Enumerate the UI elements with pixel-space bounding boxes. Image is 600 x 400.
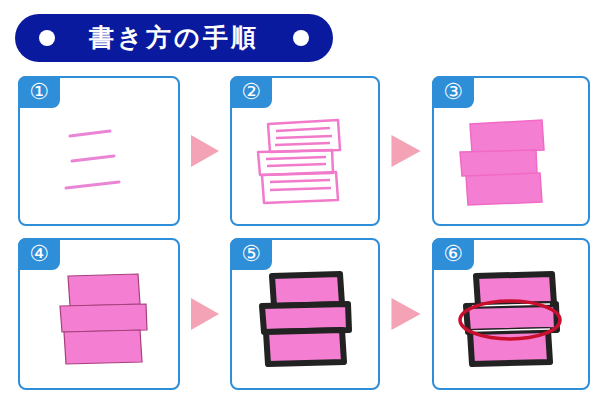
step-arrow xyxy=(391,135,420,167)
arrow-head xyxy=(391,135,420,167)
step-panel: ② xyxy=(230,76,380,226)
title: 書き方の手順 xyxy=(15,14,333,62)
step-panel: ③ xyxy=(432,76,590,226)
step-number: ⑥ xyxy=(432,238,474,270)
step-arrow xyxy=(191,135,219,167)
seam-lines xyxy=(472,304,550,331)
step-number: ⑤ xyxy=(230,238,272,270)
step-number: ② xyxy=(230,76,272,108)
step-panel: ④ xyxy=(18,238,180,390)
step-arrow xyxy=(391,298,420,330)
step-panel: ⑥ xyxy=(432,238,590,390)
step2-outline xyxy=(258,120,340,203)
arrow-head xyxy=(391,298,420,330)
step-number: ④ xyxy=(18,238,60,270)
step6-blocks xyxy=(466,274,557,364)
step-number: ③ xyxy=(432,76,474,108)
title-banner: 書き方の手順 xyxy=(15,14,333,62)
step4-blocks xyxy=(60,274,147,364)
arrow-head xyxy=(191,135,219,167)
arrow-head xyxy=(191,298,219,330)
step5-blocks xyxy=(262,274,349,364)
step3-fill xyxy=(460,120,544,205)
step-number: ① xyxy=(18,76,60,108)
step-arrow xyxy=(191,298,219,330)
step1-strokes xyxy=(66,131,119,188)
step-panel: ① xyxy=(18,76,180,226)
step-panel: ⑤ xyxy=(230,238,380,390)
highlight-ellipse xyxy=(460,301,560,339)
